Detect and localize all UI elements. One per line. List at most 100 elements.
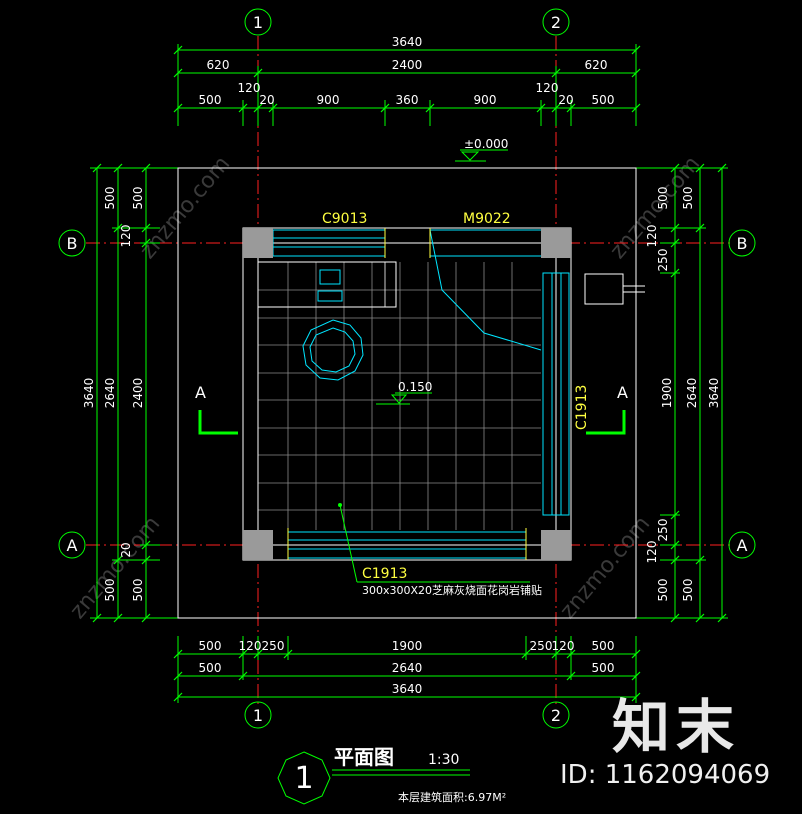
dim-text: 500	[656, 579, 670, 602]
axis-bubble-bottom-2: 2	[542, 701, 570, 729]
dim-text: 2640	[392, 661, 423, 675]
dim-text: 500	[656, 187, 670, 210]
dim-text: 250	[656, 249, 670, 272]
column	[243, 228, 273, 258]
svg-text:1: 1	[253, 13, 263, 32]
axis-bubble-bottom-1: 1	[244, 701, 272, 729]
door-tag-m9022: M9022	[463, 211, 511, 227]
axis-bubble-right-A: A	[728, 531, 756, 559]
window-c1913-bottom	[287, 528, 527, 560]
bottom-dimension-chain: 500 120 250 1900 250 120 500 500 2640 50…	[173, 636, 641, 703]
svg-text:A: A	[737, 536, 748, 555]
dim-text: 120	[645, 225, 659, 248]
dim-text: 500	[131, 579, 145, 602]
dim-text: 900	[474, 93, 497, 107]
elevation-marker-floor: 0.150	[376, 380, 432, 405]
svg-text:A: A	[67, 536, 78, 555]
floor-note-callout: C1913 300x300X20芝麻灰烧面花岗岩铺贴	[338, 503, 542, 597]
drawing-number: 1	[294, 761, 313, 796]
dim-text: 3640	[392, 35, 423, 49]
top-dimension-chain: 3640 620 2400 620 500 120 20 900 360 900…	[173, 35, 641, 126]
section-marker-left: A	[195, 383, 238, 435]
dim-text: 500	[592, 639, 615, 653]
dim-text: 120	[536, 81, 559, 95]
dim-text: 3640	[392, 682, 423, 696]
area-note: 本层建筑面积:6.97M²	[398, 790, 506, 804]
dim-text: 500	[131, 187, 145, 210]
axis-bubble-right-B: B	[728, 229, 756, 257]
dim-text: 2640	[103, 378, 117, 409]
dim-text: 360	[396, 93, 419, 107]
svg-text:2: 2	[551, 13, 561, 32]
dim-text: 500	[592, 661, 615, 675]
dim-text: 250	[530, 639, 553, 653]
window-tag-c1913-right: C1913	[574, 385, 590, 430]
watermark-id: ID: 1162094069	[560, 760, 771, 790]
dim-text: 500	[681, 187, 695, 210]
dim-text: 3640	[82, 378, 96, 409]
dim-text: 250	[262, 639, 285, 653]
dim-text: 120	[239, 639, 262, 653]
axis-bubble-top-2: 2	[542, 8, 570, 36]
watermark-text: znzmo.com	[65, 512, 165, 624]
svg-text:2: 2	[551, 706, 561, 725]
dim-text: 500	[199, 93, 222, 107]
left-dimension-chain: 3640 2640 2400 500 500 120 20 500 500	[82, 163, 180, 623]
svg-text:±0.000: ±0.000	[464, 137, 508, 151]
dim-text: 3640	[707, 378, 721, 409]
column	[541, 228, 571, 258]
wall-inner-outline	[257, 242, 557, 546]
dim-text: 120	[552, 639, 575, 653]
dim-text: 500	[681, 579, 695, 602]
column	[243, 530, 273, 560]
dim-text: 2400	[392, 58, 423, 72]
platform-outline	[177, 167, 637, 619]
counter	[257, 261, 397, 308]
dim-text: 900	[317, 93, 340, 107]
watermark-logo: 知末	[612, 693, 741, 761]
svg-text:A: A	[195, 383, 206, 402]
window-tag-c1913-bottom: C1913	[362, 566, 407, 582]
round-table	[302, 319, 364, 381]
axis-bubble-left-B: B	[58, 229, 86, 257]
svg-text:1: 1	[253, 706, 263, 725]
window-tag-c9013: C9013	[322, 211, 367, 227]
section-marker-right: A	[586, 383, 628, 435]
dim-text: 500	[103, 187, 117, 210]
watermark-text: znzmo.com	[555, 512, 655, 624]
diagonal-watermark: znzmo.com znzmo.com znzmo.com znzmo.com	[65, 152, 705, 624]
column	[541, 530, 571, 560]
dim-text: 120	[645, 541, 659, 564]
axis-bubble-left-A: A	[58, 531, 86, 559]
svg-text:A: A	[617, 383, 628, 402]
dim-text: 500	[592, 93, 615, 107]
wall-outline	[242, 227, 572, 561]
dim-text: 1900	[660, 378, 674, 409]
ac-unit	[584, 273, 645, 305]
floor-finish-note: 300x300X20芝麻灰烧面花岗岩铺贴	[362, 583, 542, 597]
dim-text: 500	[199, 661, 222, 675]
drawing-name: 平面图	[334, 745, 394, 769]
dim-text: 120	[119, 225, 133, 248]
dim-text: 20	[558, 93, 573, 107]
dim-text: 20	[259, 93, 274, 107]
dim-text: 500	[103, 579, 117, 602]
dim-text: 500	[199, 639, 222, 653]
right-dimension-chain: 1900 2640 3640 500 500 120 250 250 120 5…	[636, 163, 728, 623]
svg-text:B: B	[67, 234, 78, 253]
dim-text: 20	[119, 542, 133, 557]
door-m9022	[429, 228, 542, 351]
svg-text:B: B	[737, 234, 748, 253]
dim-text: 250	[656, 519, 670, 542]
drawing-title: 1 平面图 1:30 本层建筑面积:6.97M²	[277, 745, 506, 805]
elevation-marker-top: ±0.000	[455, 137, 508, 162]
drawing-scale: 1:30	[428, 752, 459, 768]
dim-text: 2400	[131, 378, 145, 409]
window-c1913-right	[542, 272, 570, 516]
dim-text: 620	[585, 58, 608, 72]
floor-tile-grid	[258, 262, 541, 530]
axis-bubble-top-1: 1	[244, 8, 272, 36]
dim-text: 1900	[392, 639, 423, 653]
dim-text: 620	[207, 58, 230, 72]
